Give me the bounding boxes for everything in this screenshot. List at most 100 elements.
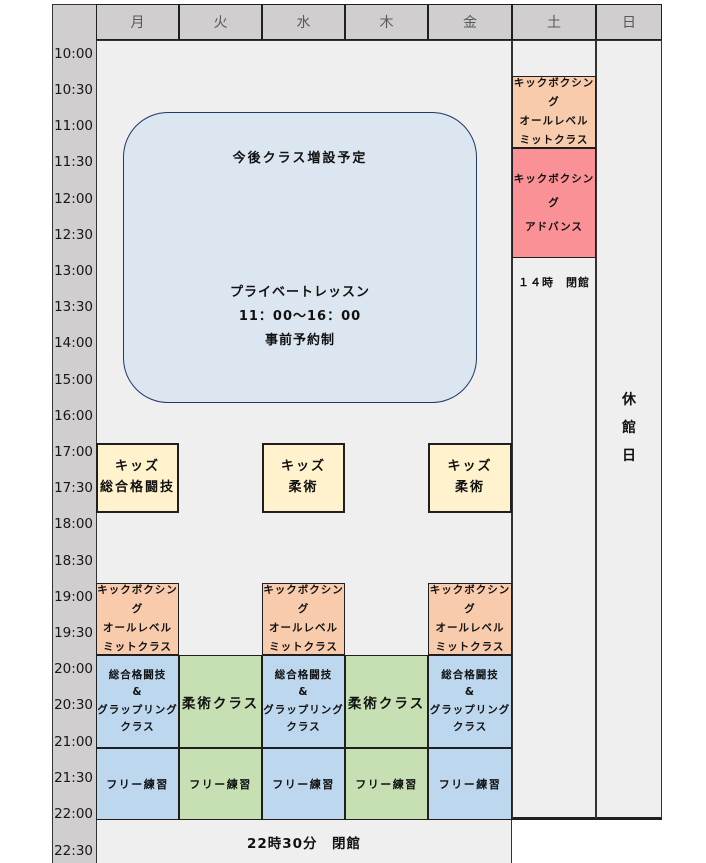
notice-line: 11：00～16：00 [238,309,362,324]
day-header-saturday: 土 [512,4,596,40]
time-label: 16:00 [54,408,93,424]
day-label: 火 [213,15,228,31]
day-header-thursday: 木 [345,4,428,40]
time-label: 13:30 [54,299,93,315]
time-label: 19:00 [54,589,93,605]
time-label: 20:00 [54,661,93,677]
class-line: ミットクラス [269,640,338,653]
time-label: 14:00 [54,335,93,351]
class-block-sat-kickboxing-advance: キックボクシング アドバンス [512,148,596,258]
class-line: 柔術 [288,480,319,495]
saturday-close-note: １４時 閉館 [518,276,590,289]
class-line: オールレベル [103,622,172,634]
class-block-wed-kickboxing-mitts: キックボクシング オールレベル ミットクラス [262,583,345,655]
class-block-wed-mma-grappling: 総合格闘技 & グラップリング クラス [262,655,345,748]
day-header-monday: 月 [96,4,179,40]
notice-line: 事前予約制 [264,333,335,348]
day-header-sunday: 日 [596,4,662,40]
time-label: 10:00 [54,46,93,62]
time-label: 18:00 [54,516,93,532]
day-label: 金 [463,15,477,31]
class-line: クラス [452,720,488,733]
class-block-fri-mma-grappling: 総合格闘技 & グラップリング クラス [428,655,512,748]
class-block-fri-kickboxing-mitts: キックボクシング オールレベル ミットクラス [428,583,512,655]
class-block-mon-kids-mma: キッズ 総合格闘技 [96,443,179,513]
class-line: フリー練習 [355,778,418,791]
class-line: グラップリング [97,703,178,716]
day-label: 日 [622,15,636,31]
class-block-mon-mma-grappling: 総合格闘技 & グラップリング クラス [96,655,179,748]
class-block-mon-kickboxing-mitts: キックボクシング オールレベル ミットクラス [96,583,179,655]
day-label: 木 [379,15,394,31]
class-line: 総合格闘技 [99,480,175,495]
time-column: 10:00 10:30 11:00 11:30 12:00 12:30 13:0… [52,4,96,863]
footer-close-note: 22時30分 閉館 [96,820,512,863]
time-label: 21:30 [54,770,93,786]
class-line: キックボクシング [429,584,511,616]
sunday-column [596,40,662,820]
day-label: 水 [296,15,311,31]
time-label: 22:30 [54,843,93,859]
day-header-wednesday: 水 [262,4,345,40]
class-block-fri-kids-jiujitsu: キッズ 柔術 [428,443,512,513]
day-header-tuesday: 火 [179,4,262,40]
class-line: 柔術 [454,480,485,495]
class-line: & [464,686,476,699]
class-line: 柔術クラス [181,695,260,712]
class-line: フリー練習 [189,778,252,791]
class-line: & [132,686,143,699]
class-line: グラップリング [263,703,344,716]
class-block-mon-free-practice: フリー練習 [96,748,179,820]
time-label: 20:30 [54,697,93,713]
time-label: 15:00 [54,372,93,388]
class-line: 柔術クラス [347,695,426,712]
class-line: オールレベル [269,622,338,634]
day-header-friday: 金 [428,4,512,40]
class-line: キックボクシング [97,584,178,616]
closed-char: 館 [622,420,636,436]
class-line: ミットクラス [103,640,172,653]
time-label: 18:30 [54,553,93,569]
time-label: 10:30 [54,82,93,98]
class-block-wed-kids-jiujitsu: キッズ 柔術 [262,443,345,513]
class-line: キッズ [280,459,326,475]
class-line: 総合格闘技 [274,668,333,681]
time-label: 17:00 [54,444,93,460]
time-label: 12:00 [54,191,93,207]
notice-body: プライベートレッスン 11：00～16：00 事前予約制 [124,281,476,353]
class-line: アドバンス [525,221,583,234]
class-line: キッズ [447,459,493,475]
day-label: 月 [130,15,145,31]
class-line: キックボクシング [513,77,595,109]
class-block-thu-free-practice: フリー練習 [345,748,428,820]
class-line: フリー練習 [272,778,335,791]
class-line: クラス [120,720,155,733]
day-label: 土 [547,15,561,31]
class-line: ミットクラス [519,133,589,146]
time-label: 11:00 [54,118,93,134]
class-block-tue-jiujitsu: 柔術クラス [179,655,262,748]
time-label: 12:30 [54,227,93,243]
sunday-closed-label: 休 館 日 [596,386,662,470]
class-block-wed-free-practice: フリー練習 [262,748,345,820]
class-line: 総合格闘技 [108,668,167,681]
class-block-sat-kickboxing-mitts: キックボクシング オールレベル ミットクラス [512,76,596,148]
class-block-tue-free-practice: フリー練習 [179,748,262,820]
class-line: クラス [286,720,321,733]
time-label: 22:00 [54,806,93,822]
class-line: & [298,686,309,699]
class-line: キッズ [114,459,160,475]
class-line: オールレベル [435,622,505,634]
notice-title: 今後クラス増設予定 [232,151,368,166]
time-label: 17:30 [54,480,93,496]
class-line: 総合格闘技 [441,668,499,681]
class-line: グラップリング [429,703,511,716]
notice-box: 今後クラス増設予定 プライベートレッスン 11：00～16：00 事前予約制 [123,112,477,403]
time-label: 21:00 [54,734,93,750]
closed-char: 休 [622,392,636,408]
class-line: キックボクシング [263,584,344,616]
class-block-thu-jiujitsu: 柔術クラス [345,655,428,748]
time-label: 11:30 [54,154,93,170]
class-line: キックボクシング [513,172,595,209]
